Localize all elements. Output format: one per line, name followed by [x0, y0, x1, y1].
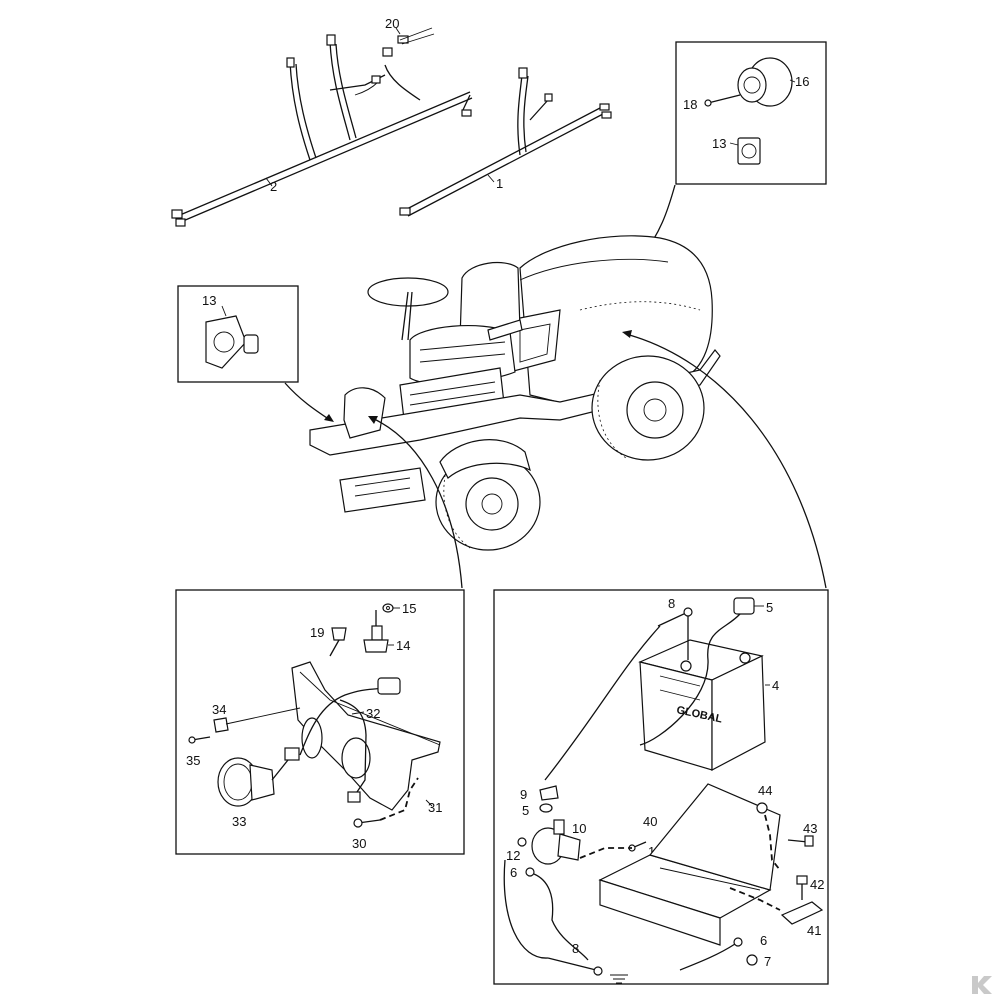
- cable-loop-top: [544, 625, 661, 781]
- clip-34: [213, 717, 229, 733]
- tractor-body: [309, 235, 721, 551]
- cable-loop-left: [503, 859, 549, 959]
- leader-31: [425, 799, 433, 807]
- cable-8-top: [657, 607, 693, 660]
- inset-box-lamp: [175, 589, 465, 855]
- arrowhead-left-inset: [324, 414, 334, 422]
- callout-40: 40: [643, 814, 657, 829]
- wiring-harness-2: [171, 27, 473, 227]
- cable-6-left: [525, 867, 589, 961]
- callout-5-mid: 5: [522, 803, 529, 818]
- callout-43: 43: [803, 821, 817, 836]
- rear-socket-16: [737, 57, 793, 107]
- screw-30: [353, 818, 381, 828]
- nut-7: [746, 954, 758, 966]
- switch-14: [363, 610, 389, 653]
- leader-32: [351, 711, 365, 715]
- terminal-9: [539, 785, 559, 801]
- connector-5-top: [639, 597, 755, 746]
- inset-box-battery: [493, 589, 829, 985]
- callout-41: 41: [807, 923, 821, 938]
- screw-11: [628, 841, 647, 852]
- callout-16: 16: [795, 74, 809, 89]
- washer-12: [517, 837, 527, 847]
- callout-18: 18: [683, 97, 697, 112]
- callout-20: 20: [385, 16, 399, 31]
- callout-9: 9: [520, 787, 527, 802]
- plug-19: [329, 627, 347, 657]
- inset-box-front-socket: [177, 285, 299, 383]
- cable-8-bottom: [547, 957, 628, 984]
- dash-clamp-41: [729, 887, 781, 911]
- leader-clip-34: [225, 707, 301, 725]
- inset-box-rear-socket: [675, 41, 827, 185]
- socket-13-top: [737, 137, 761, 165]
- callout-42: 42: [810, 877, 824, 892]
- leader-13-left: [221, 305, 227, 317]
- callout-13-left: 13: [202, 293, 216, 308]
- bolt-42: [796, 875, 808, 900]
- callout-8-top: 8: [668, 596, 675, 611]
- callout-10: 10: [572, 821, 586, 836]
- leader-1: [487, 174, 495, 183]
- callout-31: 31: [428, 800, 442, 815]
- isolator-switch-10: [531, 819, 581, 865]
- leader-13-top: [729, 142, 739, 146]
- arrow-lamp-inset: [371, 417, 463, 589]
- callout-30: 30: [352, 836, 366, 851]
- nut-44: [756, 802, 768, 814]
- leader-20: [395, 27, 401, 35]
- lamp-33: [217, 757, 289, 807]
- callout-8-bottom: 8: [572, 941, 579, 956]
- bolt-18: [704, 94, 741, 107]
- wiring-harness-1: [399, 67, 612, 217]
- arrow-left-inset: [284, 382, 331, 421]
- callout-7: 7: [764, 954, 771, 969]
- cable-6-bottom: [679, 937, 743, 971]
- callout-5-top: 5: [766, 600, 773, 615]
- callout-44: 44: [758, 783, 772, 798]
- callout-15: 15: [402, 601, 416, 616]
- battery-4: [638, 639, 766, 771]
- callout-19: 19: [310, 625, 324, 640]
- callout-14: 14: [396, 638, 410, 653]
- callout-12: 12: [506, 848, 520, 863]
- leader-16: [789, 79, 796, 83]
- brand-logo-icon: [972, 976, 992, 994]
- arrowhead-battery-inset: [622, 330, 632, 338]
- arrowhead-lamp-inset: [368, 416, 378, 424]
- socket-13-left: [205, 315, 259, 369]
- callout-6-left: 6: [510, 865, 517, 880]
- callout-34: 34: [212, 702, 226, 717]
- callout-32: 32: [366, 706, 380, 721]
- callout-4: 4: [772, 678, 779, 693]
- callout-33: 33: [232, 814, 246, 829]
- dash-nut-44: [764, 814, 781, 871]
- callout-1: 1: [496, 176, 503, 191]
- dash-screw-11: [579, 847, 632, 859]
- callout-35: 35: [186, 753, 200, 768]
- callout-6-bottom: 6: [760, 933, 767, 948]
- callout-13-top: 13: [712, 136, 726, 151]
- battery-tray-40: [598, 783, 781, 946]
- washer-15: [382, 603, 394, 613]
- bolt-43: [787, 835, 814, 847]
- dash-screw-30: [379, 777, 419, 821]
- clamp-41: [780, 901, 824, 925]
- leader-2: [265, 177, 273, 187]
- screw-35: [188, 736, 211, 744]
- arrow-battery-inset: [625, 333, 827, 589]
- connector-5-mid: [539, 803, 553, 813]
- harness-32: [284, 677, 401, 803]
- callout-2: 2: [270, 179, 277, 194]
